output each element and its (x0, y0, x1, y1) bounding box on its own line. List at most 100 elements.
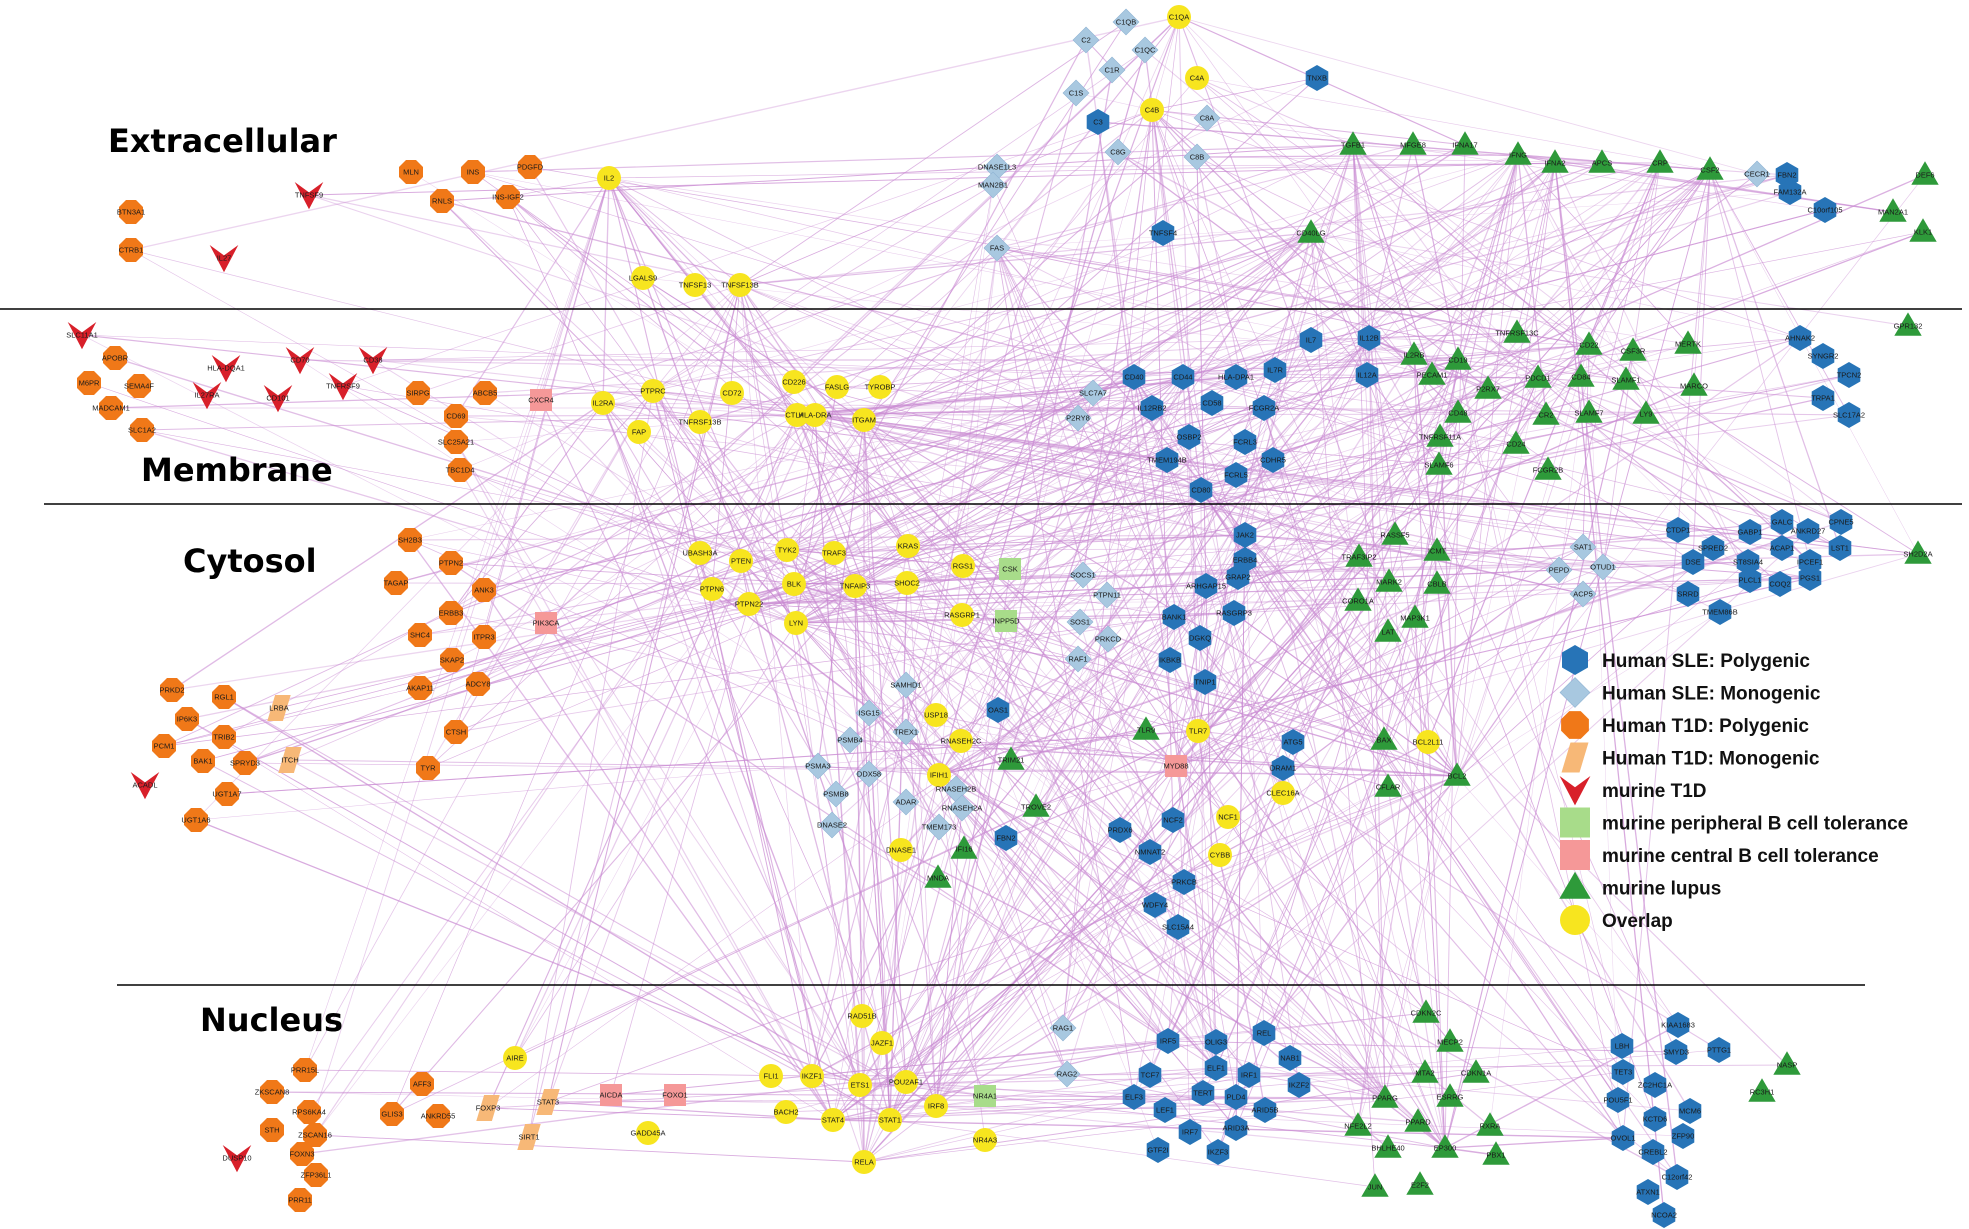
gene-label: C3 (1093, 118, 1103, 127)
node-shape-triangle (1612, 366, 1640, 390)
gene-label: RC3H1 (1750, 1088, 1775, 1097)
gene-label: GADD45A (630, 1129, 665, 1138)
interaction-edge (278, 583, 795, 709)
node-shape-hexagon (1178, 1119, 1202, 1145)
interaction-edge (863, 117, 1208, 421)
node-shape-circle (852, 408, 876, 432)
gene-node-cd22: CD22 (1575, 331, 1603, 355)
interaction-edge (1412, 144, 1459, 361)
interaction-edge (477, 414, 816, 685)
gene-label: ZSCAN16 (298, 1131, 332, 1140)
gene-label: HLA-DRA (799, 411, 832, 420)
gene-node-fam132a: FAM132A (1774, 179, 1806, 205)
interaction-edge (863, 1105, 937, 1163)
node-shape-chevron (358, 347, 388, 375)
legend-item-murine-t1d: murine T1D (1559, 776, 1707, 806)
gene-node-prr15l: PRR15L (291, 1058, 319, 1082)
node-shape-circle (636, 1121, 660, 1145)
interaction-edge (992, 184, 1175, 618)
node-shape-octagon (119, 200, 143, 224)
interaction-edge (711, 284, 741, 590)
interaction-edge (130, 249, 798, 416)
interaction-edge (811, 826, 940, 1077)
gene-label: STH (265, 1126, 280, 1135)
gene-label: STAT1 (879, 1116, 901, 1125)
interaction-edge (391, 284, 741, 1115)
node-shape-triangle (1374, 773, 1402, 797)
gene-node-nr4a3: NR4A3 (973, 1128, 997, 1152)
gene-node-elf3: ELF3 (1122, 1084, 1146, 1110)
interaction-edge (1352, 144, 1547, 416)
legend-item-human-t1d-polygenic: Human T1D: Polygenic (1561, 711, 1809, 739)
interaction-edge (796, 407, 1265, 416)
node-shape-octagon (408, 623, 432, 647)
interaction-edge (1173, 616, 1656, 1120)
gene-label: ACP5 (1573, 590, 1593, 599)
gene-node-tgfb1: TGFB1 (1339, 131, 1367, 155)
gene-node-dnase2: DNASE2 (817, 811, 847, 839)
gene-label: ZKSCAN8 (255, 1088, 290, 1097)
gene-label: TYK2 (778, 546, 797, 555)
gene-label: RAG2 (1057, 1070, 1077, 1079)
node-shape-triangle (1541, 149, 1569, 173)
interaction-edge (455, 407, 1265, 733)
interaction-edge (608, 177, 798, 416)
gene-label: NCF1 (1218, 813, 1238, 822)
gene-label: DRAM1 (1270, 764, 1296, 773)
gene-node-srrd: SRRD (1676, 581, 1700, 607)
interaction-edge (711, 337, 1370, 590)
interaction-edge (455, 390, 654, 733)
interaction-edge (602, 402, 837, 795)
gene-label: RASGRP3 (1216, 609, 1252, 618)
gene-label: DEF6 (1915, 171, 1934, 180)
node-shape-hexagon (1224, 364, 1248, 390)
gene-node-sos1: SOS1 (1066, 608, 1094, 636)
gene-label: CD22 (1579, 341, 1598, 350)
interaction-edge (786, 414, 1850, 551)
node-shape-triangle (1474, 375, 1502, 399)
node-shape-hexagon (1224, 1084, 1248, 1110)
gene-node-c8b: C8B (1183, 143, 1211, 171)
node-shape-circle (597, 166, 621, 190)
gene-label: E2F2 (1411, 1181, 1429, 1190)
interaction-edge (450, 390, 654, 614)
node-shape-diamond (1183, 143, 1211, 171)
legend-item-murine-peripheral-b: murine peripheral B cell tolerance (1560, 807, 1908, 838)
gene-label: SOCS1 (1070, 571, 1095, 580)
gene-label: USP18 (924, 711, 948, 720)
gene-label: CXCR4 (528, 396, 553, 405)
interaction-edge (1457, 359, 1627, 381)
node-shape-circle (1140, 98, 1164, 122)
interaction-edge (483, 589, 834, 1121)
node-shape-hexagon (986, 697, 1010, 723)
node-shape-triangle (1400, 341, 1428, 365)
node-shape-octagon (152, 734, 176, 758)
interaction-edge (602, 402, 1239, 578)
gene-label: IL27 (217, 254, 232, 263)
interaction-edge (1200, 489, 1788, 1066)
interaction-edge (483, 109, 1153, 638)
gene-label: ZC2HC1A (1638, 1081, 1672, 1090)
gene-label: MERTK (1675, 340, 1701, 349)
node-shape-circle (1271, 781, 1295, 805)
gene-label: GLIS3 (381, 1110, 402, 1119)
interaction-edge (455, 414, 798, 443)
node-shape-triangle (1879, 198, 1907, 222)
gene-label: INS (467, 168, 480, 177)
gene-node-mark2: MARK2 (1375, 568, 1403, 592)
node-shape-circle (924, 1094, 948, 1118)
gene-node-lat: LAT (1374, 618, 1402, 642)
node-shape-triangle (1575, 399, 1603, 423)
interaction-edge (1133, 344, 1590, 378)
node-shape-circle (720, 381, 744, 405)
gene-node-ankrd27: ANKRD27 (1791, 518, 1825, 544)
node-shape-hexagon (1189, 477, 1213, 503)
interaction-edge (739, 284, 813, 1077)
node-shape-triangle (1374, 1134, 1402, 1158)
gene-label: CD48 (1448, 409, 1467, 418)
interaction-edge (786, 232, 1312, 551)
gene-node-gadd45a: GADD45A (630, 1121, 666, 1145)
node-shape-hexagon (1224, 462, 1248, 488)
interaction-edge (739, 284, 861, 1086)
interaction-edge (938, 49, 1146, 776)
